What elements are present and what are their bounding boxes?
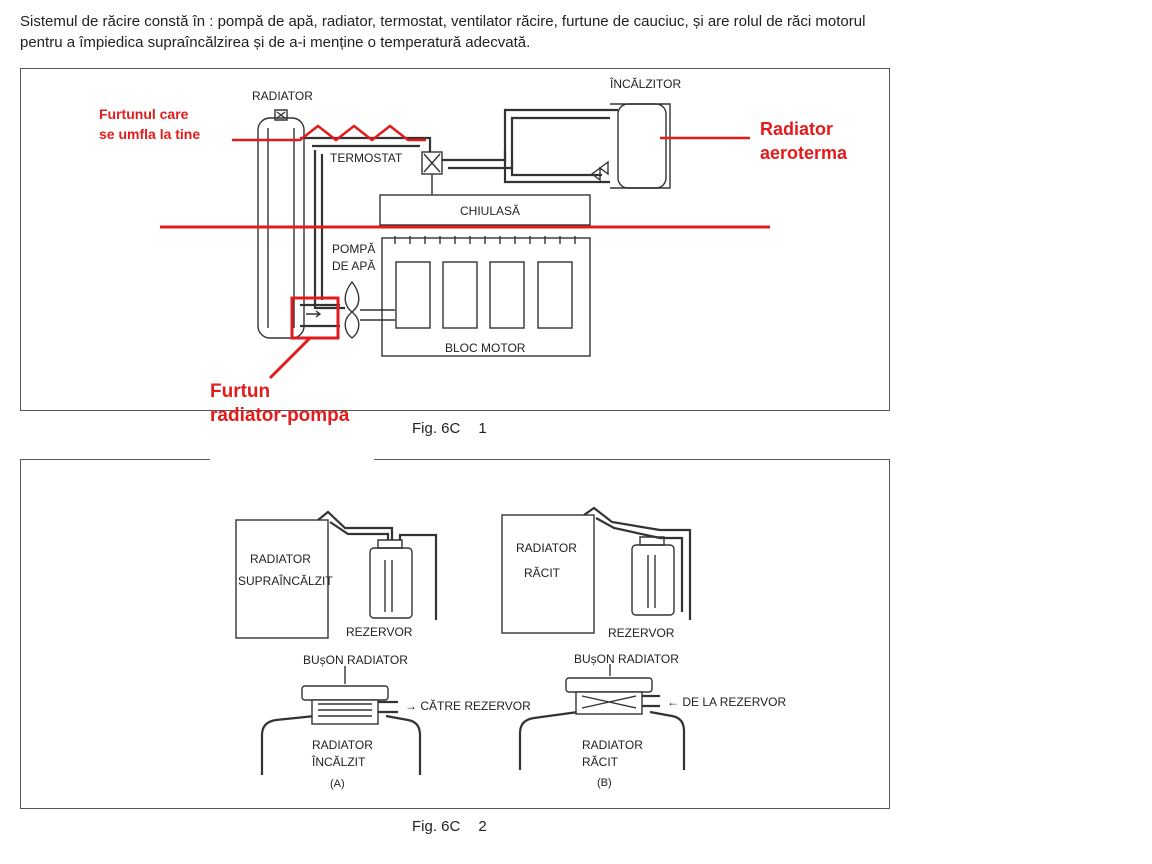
cylinder-head bbox=[379, 194, 591, 226]
label-rezervor-a: REZERVOR bbox=[346, 625, 413, 639]
label-radiator-b2: RADIATOR bbox=[582, 738, 643, 752]
heater-supply-inner bbox=[448, 116, 610, 170]
bypass-pipe-left bbox=[313, 150, 345, 310]
heater-outline bbox=[610, 103, 671, 189]
swollen-hose-marker bbox=[232, 124, 426, 142]
label-buson-a: BUșON RADIATOR bbox=[303, 653, 408, 667]
cap-b-vent-pipe bbox=[642, 694, 660, 708]
reservoir-b-inner-tube bbox=[647, 555, 656, 608]
label-radiator: RADIATOR bbox=[252, 89, 313, 103]
cap-b-body bbox=[575, 691, 643, 715]
reservoir-a bbox=[369, 547, 413, 619]
label-buson-b: BUșON RADIATOR bbox=[574, 652, 679, 666]
heater-return-inner bbox=[510, 160, 602, 177]
cylinder-3 bbox=[489, 261, 525, 329]
cap-b-spring-icon bbox=[581, 695, 637, 709]
heater-return-hose bbox=[503, 150, 610, 184]
label-racit-b2: RĂCIT bbox=[582, 754, 619, 769]
annotation-furtun-rp-2: radiator-pompa bbox=[210, 405, 350, 426]
annotation-gap bbox=[210, 457, 374, 463]
reservoir-b-cap bbox=[639, 536, 665, 546]
reservoir-a-cap bbox=[377, 539, 403, 549]
label-radiator-b1: RADIATOR bbox=[516, 541, 577, 555]
label-chiulasa: CHIULASĂ bbox=[460, 203, 520, 218]
radiator-neck-a bbox=[260, 714, 422, 775]
coolant-passages bbox=[394, 236, 576, 244]
overflow-hose-b bbox=[583, 506, 692, 620]
radiator-b-top bbox=[501, 506, 692, 634]
radiator-a-top bbox=[235, 510, 438, 639]
label-radiator-a1: RADIATOR bbox=[250, 552, 311, 566]
figure-2-caption-label: Fig. 6C bbox=[412, 818, 461, 835]
label-incalzit: ÎNCĂLZIT bbox=[311, 754, 366, 769]
annotation-radiator-aero-1: Radiator bbox=[760, 119, 833, 139]
upper-hoses bbox=[300, 108, 618, 184]
figure-1-caption-number: 1 bbox=[478, 420, 487, 437]
pump-outlet bbox=[360, 309, 395, 321]
thermostat-valve-icon bbox=[423, 153, 441, 173]
annotation-furtun-rp-1: Furtun bbox=[210, 381, 270, 402]
cap-detail-b bbox=[518, 664, 686, 770]
label-supraincalzit: SUPRAÎNCĂLZIT bbox=[238, 573, 333, 588]
heater-unit bbox=[610, 103, 671, 189]
cap-a-vent-pipe bbox=[378, 700, 398, 714]
radiator-cap-cross-icon bbox=[276, 111, 286, 119]
overflow-hose-a-inner bbox=[329, 521, 390, 540]
red-annotations bbox=[160, 124, 770, 380]
heater-supply-hose bbox=[440, 108, 618, 162]
cap-a-top bbox=[301, 685, 389, 701]
label-racit-b: RĂCIT bbox=[524, 565, 561, 580]
figure-1-caption: Fig. 6C 1 bbox=[412, 420, 487, 437]
label-catre-rezervor: → CĂTRE REZERVOR bbox=[405, 698, 531, 713]
label-rezervor-b: REZERVOR bbox=[608, 626, 675, 640]
figure-2-frame bbox=[20, 459, 890, 809]
figure-2-caption: Fig. 6C 2 bbox=[412, 818, 487, 835]
figure-2-caption-number: 2 bbox=[478, 818, 487, 835]
water-pump bbox=[344, 280, 395, 339]
reservoir-a-tube bbox=[398, 533, 438, 620]
label-radiator-a2: RADIATOR bbox=[312, 738, 373, 752]
annotation-furtunul-1: Furtunul care bbox=[99, 106, 189, 122]
annotation-radiator-aero-2: aeroterma bbox=[760, 143, 848, 163]
radiator-neck-b bbox=[518, 710, 686, 770]
label-incalzitor: ÎNCĂLZITOR bbox=[609, 76, 681, 91]
label-tag-a: (A) bbox=[330, 778, 345, 790]
cylinder-4 bbox=[537, 261, 573, 329]
heater-valve-icon bbox=[590, 160, 609, 182]
reservoir-b bbox=[631, 544, 675, 616]
radiator-b-body bbox=[501, 514, 595, 634]
overflow-hose-a bbox=[317, 510, 394, 540]
engine-block bbox=[381, 236, 591, 357]
lower-hose-pointer-line bbox=[268, 336, 312, 380]
cylinder-1 bbox=[395, 261, 431, 329]
label-pompa-2: DE APĂ bbox=[332, 258, 375, 273]
label-pompa-1: POMPĂ bbox=[332, 241, 375, 256]
intro-paragraph: Sistemul de răcire constă în : pompă de … bbox=[20, 13, 866, 51]
label-de-la-rezervor: ← DE LA REZERVOR bbox=[667, 695, 786, 709]
cap-b-top bbox=[565, 677, 653, 693]
radiator-unit bbox=[257, 109, 305, 339]
annotation-furtunul-2: se umfla la tine bbox=[99, 126, 200, 142]
thermostat bbox=[421, 151, 443, 195]
flow-arrow-icon bbox=[306, 310, 322, 318]
radiator-cap-icon bbox=[274, 109, 288, 121]
cap-a-spring-icon bbox=[318, 703, 372, 717]
pump-impeller-icon bbox=[344, 280, 360, 339]
cylinder-2 bbox=[442, 261, 478, 329]
cap-detail-a bbox=[260, 666, 422, 775]
label-tag-b: (B) bbox=[597, 777, 612, 789]
reservoir-a-inner-tube bbox=[384, 560, 393, 612]
overflow-hose-b-inner bbox=[595, 517, 684, 612]
lower-hose-highlight-box bbox=[290, 296, 340, 340]
label-termostat: TERMOSTAT bbox=[330, 151, 403, 165]
figure-1-caption-label: Fig. 6C bbox=[412, 420, 461, 437]
radiator-a-body bbox=[235, 519, 329, 639]
heater-body bbox=[617, 103, 667, 189]
lower-radiator-hose bbox=[300, 303, 340, 328]
label-bloc-motor: BLOC MOTOR bbox=[445, 341, 526, 355]
